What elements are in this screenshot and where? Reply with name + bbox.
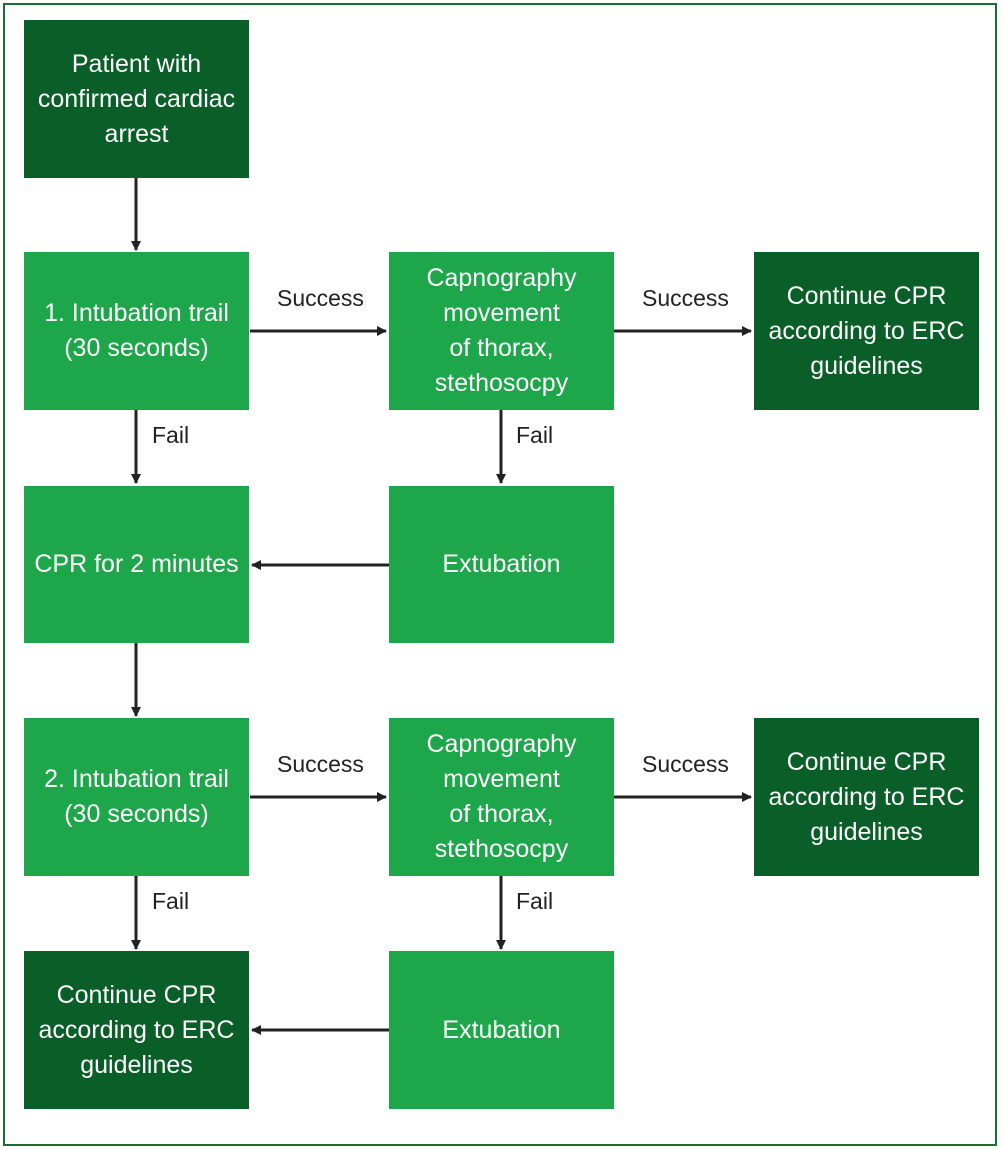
label-success-2a: Success: [277, 751, 364, 777]
label-fail-1b: Fail: [516, 422, 554, 448]
label-fail-1a: Fail: [152, 422, 190, 448]
node-cpr-2-minutes: CPR for 2 minutes: [24, 486, 249, 643]
label-success-1a: Success: [277, 285, 364, 311]
node-check-2: Capnography movement of thorax, stethoso…: [389, 718, 614, 876]
node-extubation-1: Extubation: [389, 486, 614, 643]
node-continue-cpr-2: Continue CPR according to ERC guidelines: [754, 718, 979, 876]
label-fail-2b: Fail: [516, 888, 554, 914]
node-intubation-2: 2. Intubation trail (30 seconds): [24, 718, 249, 876]
node-start: Patient with confirmed cardiac arrest: [24, 20, 249, 178]
node-extubation-2: Extubation: [389, 951, 614, 1109]
node-continue-cpr-3: Continue CPR according to ERC guidelines: [24, 951, 249, 1109]
node-continue-cpr-1: Continue CPR according to ERC guidelines: [754, 252, 979, 410]
node-check-1: Capnography movement of thorax, stethoso…: [389, 252, 614, 410]
label-success-1b: Success: [642, 285, 729, 311]
label-fail-2a: Fail: [152, 888, 190, 914]
diagram-frame: [3, 3, 997, 1146]
node-intubation-1: 1. Intubation trail (30 seconds): [24, 252, 249, 410]
label-success-2b: Success: [642, 751, 729, 777]
